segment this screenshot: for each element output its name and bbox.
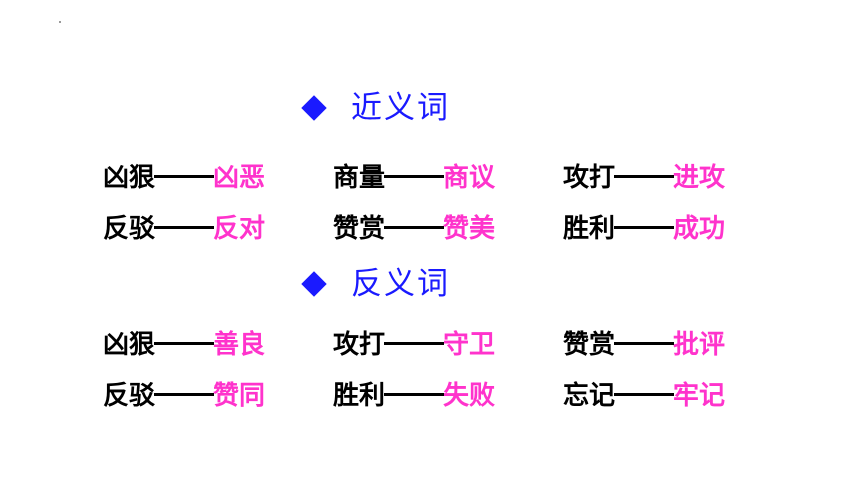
- antonym-row-1: 凶狠 善良 攻打 守卫 赞赏 批评: [0, 324, 860, 360]
- word: 赞赏: [333, 213, 386, 244]
- word-pair: 赞赏 批评: [563, 324, 725, 360]
- synonym-row-1: 凶狠 凶恶 商量 商议 攻打 进攻: [0, 157, 860, 193]
- dash-connector: [614, 392, 675, 396]
- word-pair: 攻打 进攻: [563, 157, 725, 193]
- synonyms-heading: 近义词: [301, 88, 450, 128]
- word-pair: 忘记 牢记: [563, 375, 725, 411]
- word: 凶狠: [103, 329, 156, 360]
- dash-connector: [384, 174, 445, 178]
- answer-word: 批评: [673, 329, 726, 360]
- answer-word: 成功: [673, 213, 726, 244]
- antonyms-title: 反义词: [351, 266, 450, 302]
- answer-word: 赞同: [213, 380, 266, 411]
- answer-word: 反对: [213, 213, 266, 244]
- dash-connector: [154, 225, 215, 229]
- answer-word: 商议: [443, 162, 496, 193]
- answer-word: 进攻: [673, 162, 726, 193]
- dash-connector: [154, 341, 215, 345]
- word-pair: 凶狠 善良: [103, 324, 265, 360]
- dash-connector: [154, 174, 215, 178]
- word: 忘记: [563, 380, 616, 411]
- answer-word: 善良: [213, 329, 266, 360]
- dash-connector: [614, 174, 675, 178]
- dash-connector: [614, 225, 675, 229]
- word: 胜利: [333, 380, 386, 411]
- word: 反驳: [103, 380, 156, 411]
- word-pair: 商量 商议: [333, 157, 495, 193]
- word-pair: 赞赏 赞美: [333, 208, 495, 244]
- answer-word: 失败: [443, 380, 496, 411]
- synonym-row-2: 反驳 反对 赞赏 赞美 胜利 成功: [0, 208, 860, 244]
- dash-connector: [384, 225, 445, 229]
- diamond-bullet-icon: [301, 271, 327, 297]
- word: 商量: [333, 162, 386, 193]
- word: 胜利: [563, 213, 616, 244]
- word: 凶狠: [103, 162, 156, 193]
- antonym-row-2: 反驳 赞同 胜利 失败 忘记 牢记: [0, 375, 860, 411]
- answer-word: 牢记: [673, 380, 726, 411]
- answer-word: 赞美: [443, 213, 496, 244]
- word-pair: 凶狠 凶恶: [103, 157, 265, 193]
- corner-dot: [59, 21, 61, 23]
- word: 赞赏: [563, 329, 616, 360]
- diamond-bullet-icon: [301, 95, 327, 121]
- word-pair: 攻打 守卫: [333, 324, 495, 360]
- dash-connector: [384, 341, 445, 345]
- word-pair: 胜利 失败: [333, 375, 495, 411]
- dash-connector: [614, 341, 675, 345]
- word-pair: 反驳 反对: [103, 208, 265, 244]
- word: 攻打: [563, 162, 616, 193]
- dash-connector: [154, 392, 215, 396]
- word-pair: 胜利 成功: [563, 208, 725, 244]
- answer-word: 凶恶: [213, 162, 266, 193]
- dash-connector: [384, 392, 445, 396]
- synonyms-title: 近义词: [351, 90, 450, 126]
- word: 反驳: [103, 213, 156, 244]
- answer-word: 守卫: [443, 329, 496, 360]
- word: 攻打: [333, 329, 386, 360]
- antonyms-heading: 反义词: [301, 264, 450, 304]
- word-pair: 反驳 赞同: [103, 375, 265, 411]
